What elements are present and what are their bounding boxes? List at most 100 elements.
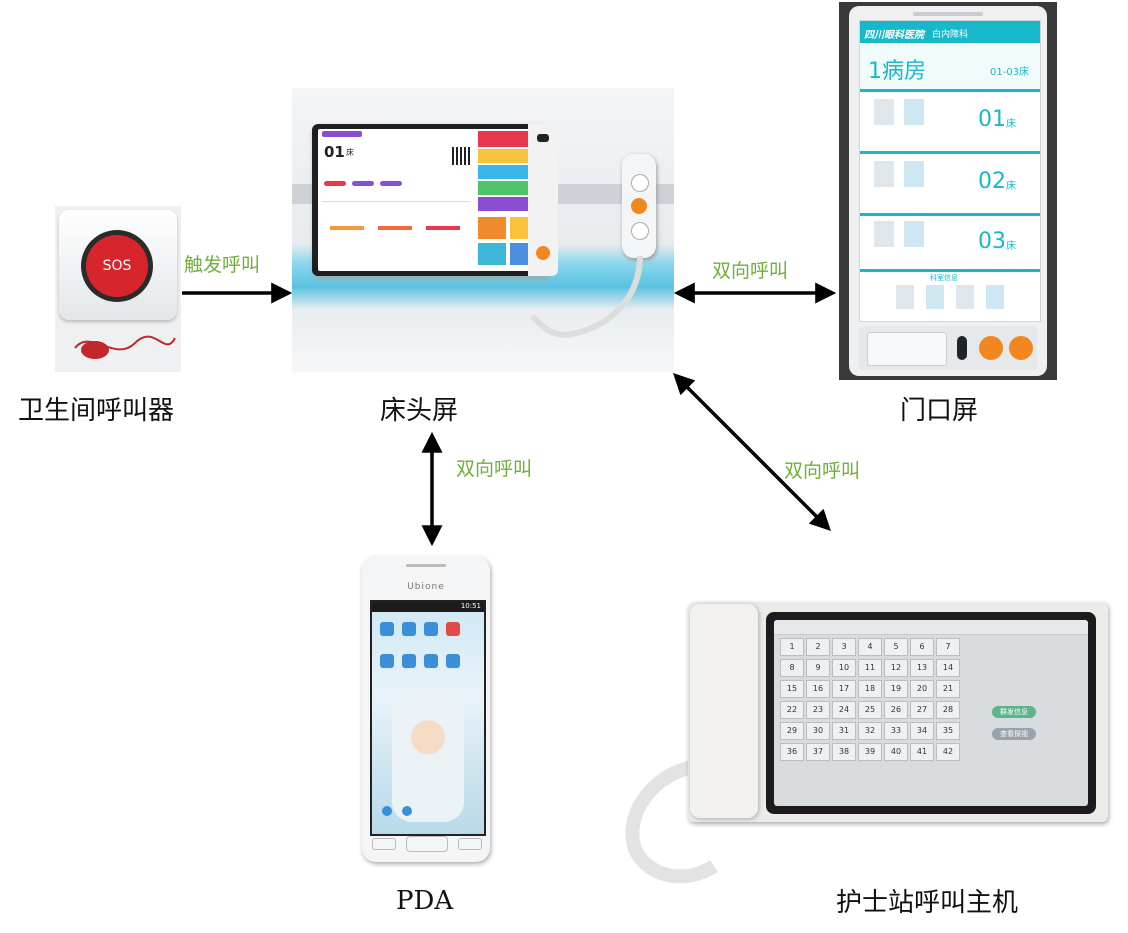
- bed-call-cell[interactable]: 14: [936, 659, 960, 677]
- bed-call-cell[interactable]: 28: [936, 701, 960, 719]
- door-bed-row-1: 01 床: [860, 93, 1040, 154]
- bed-call-cell[interactable]: 23: [806, 701, 830, 719]
- bedside-bar-3: [426, 226, 460, 230]
- bed-call-cell[interactable]: 9: [806, 659, 830, 677]
- bed-call-cell[interactable]: 39: [858, 743, 882, 761]
- pda-app-icon: [402, 622, 416, 636]
- bedside-tile-orange: [478, 217, 506, 239]
- pda-app-icon: [446, 654, 460, 668]
- bedside-tile-cyan: [478, 243, 506, 265]
- bed-call-cell[interactable]: 25: [858, 701, 882, 719]
- door-room-banner: 1病房 01-03床: [860, 45, 1040, 92]
- nurse-photo: [904, 161, 924, 187]
- door-bed-number: 02: [978, 169, 1006, 194]
- pda-dock-icon: [402, 806, 412, 816]
- label-bedside: 床头屏: [380, 396, 459, 426]
- label-door: 门口屏: [900, 396, 979, 426]
- bed-call-cell[interactable]: 35: [936, 722, 960, 740]
- door-dept-name: 白内障科: [932, 30, 969, 40]
- label-nurse-station: 护士站呼叫主机: [836, 888, 1019, 918]
- bed-call-cell[interactable]: 2: [806, 638, 830, 656]
- bed-call-cell[interactable]: 33: [884, 722, 908, 740]
- bed-call-cell[interactable]: 5: [884, 638, 908, 656]
- bed-call-cell[interactable]: 22: [780, 701, 804, 719]
- pda-brand: Ubione: [407, 582, 445, 592]
- bed-call-cell[interactable]: 32: [858, 722, 882, 740]
- pda-clock: 10:51: [460, 602, 481, 610]
- edge-label-bidir-pda: 双向呼叫: [456, 458, 533, 480]
- bed-call-cell[interactable]: 38: [832, 743, 856, 761]
- bed-call-cell[interactable]: 18: [858, 680, 882, 698]
- bedside-tile-yellow: [478, 149, 538, 163]
- pda-home-button: [406, 836, 448, 852]
- bed-call-cell[interactable]: 41: [910, 743, 934, 761]
- bed-call-cell[interactable]: 13: [910, 659, 934, 677]
- edge-label-bidir-nurse: 双向呼叫: [784, 460, 861, 482]
- bed-call-cell[interactable]: 6: [910, 638, 934, 656]
- bed-call-cell[interactable]: 42: [936, 743, 960, 761]
- bed-call-cell[interactable]: 24: [832, 701, 856, 719]
- bed-call-cell[interactable]: 10: [832, 659, 856, 677]
- bed-call-cell[interactable]: 30: [806, 722, 830, 740]
- bedside-screen-display: 01 床: [318, 129, 542, 271]
- bed-call-cell[interactable]: 12: [884, 659, 908, 677]
- door-card-reader: [867, 332, 947, 366]
- bed-call-cell[interactable]: 27: [910, 701, 934, 719]
- door-staff-title: 科室信息: [930, 274, 958, 282]
- bedside-bar-2: [378, 226, 412, 230]
- pda-app-icon: [424, 654, 438, 668]
- pda-speaker: [406, 564, 446, 567]
- pda-dock-icon: [382, 806, 392, 816]
- bedside-photo: 01 床: [292, 88, 674, 372]
- pda-app-icon: [380, 622, 394, 636]
- bedside-tag-red: [324, 181, 346, 186]
- bedside-tile-red: [478, 131, 538, 147]
- door-bed-unit: 床: [1006, 241, 1016, 252]
- view-visit-button[interactable]: 查看探视: [992, 728, 1036, 740]
- staff-photo: [956, 285, 974, 309]
- nurse-photo: [904, 221, 924, 247]
- nurse-status-bar: [774, 620, 1088, 635]
- doctor-photo: [874, 221, 894, 247]
- bed-call-cell[interactable]: 34: [910, 722, 934, 740]
- bed-call-cell[interactable]: 37: [806, 743, 830, 761]
- pda-app-icon: [424, 622, 438, 636]
- door-bed-number: 03: [978, 229, 1006, 254]
- bed-call-cell[interactable]: 8: [780, 659, 804, 677]
- bed-call-cell[interactable]: 29: [780, 722, 804, 740]
- bed-call-cell[interactable]: 26: [884, 701, 908, 719]
- bedside-side-panel: [528, 124, 558, 276]
- door-bed-number: 01: [978, 107, 1006, 132]
- bed-call-cell[interactable]: 31: [832, 722, 856, 740]
- bed-call-cell[interactable]: 4: [858, 638, 882, 656]
- bed-call-cell[interactable]: 15: [780, 680, 804, 698]
- bed-call-cell[interactable]: 7: [936, 638, 960, 656]
- nurse-photo: [904, 99, 924, 125]
- bed-call-cell[interactable]: 19: [884, 680, 908, 698]
- bed-call-cell[interactable]: 36: [780, 743, 804, 761]
- bed-call-cell[interactable]: 1: [780, 638, 804, 656]
- bed-call-cell[interactable]: 16: [806, 680, 830, 698]
- bed-call-cell[interactable]: 11: [858, 659, 882, 677]
- broadcast-button[interactable]: 群发信息: [992, 706, 1036, 718]
- bed-call-cell[interactable]: 20: [910, 680, 934, 698]
- pda-screen: 10:51: [370, 600, 486, 836]
- bedside-tile-blue: [478, 165, 538, 179]
- handset-btn-1: [631, 174, 649, 192]
- door-header: 四川眼科医院 白内障科: [860, 21, 1040, 43]
- bed-call-cell[interactable]: 21: [936, 680, 960, 698]
- door-device-frame: 四川眼科医院 白内障科 1病房 01-03床 01 床 02 床: [849, 6, 1047, 376]
- bedside-tag-purple: [352, 181, 374, 186]
- bedside-tile-grid: [478, 131, 538, 269]
- doctor-photo: [874, 161, 894, 187]
- bed-call-cell[interactable]: 40: [884, 743, 908, 761]
- bed-call-cell[interactable]: 17: [832, 680, 856, 698]
- handset-btn-call: [631, 198, 647, 214]
- bed-call-cell[interactable]: 3: [832, 638, 856, 656]
- door-bed-unit: 床: [1006, 181, 1016, 192]
- bedside-handset: [622, 154, 656, 258]
